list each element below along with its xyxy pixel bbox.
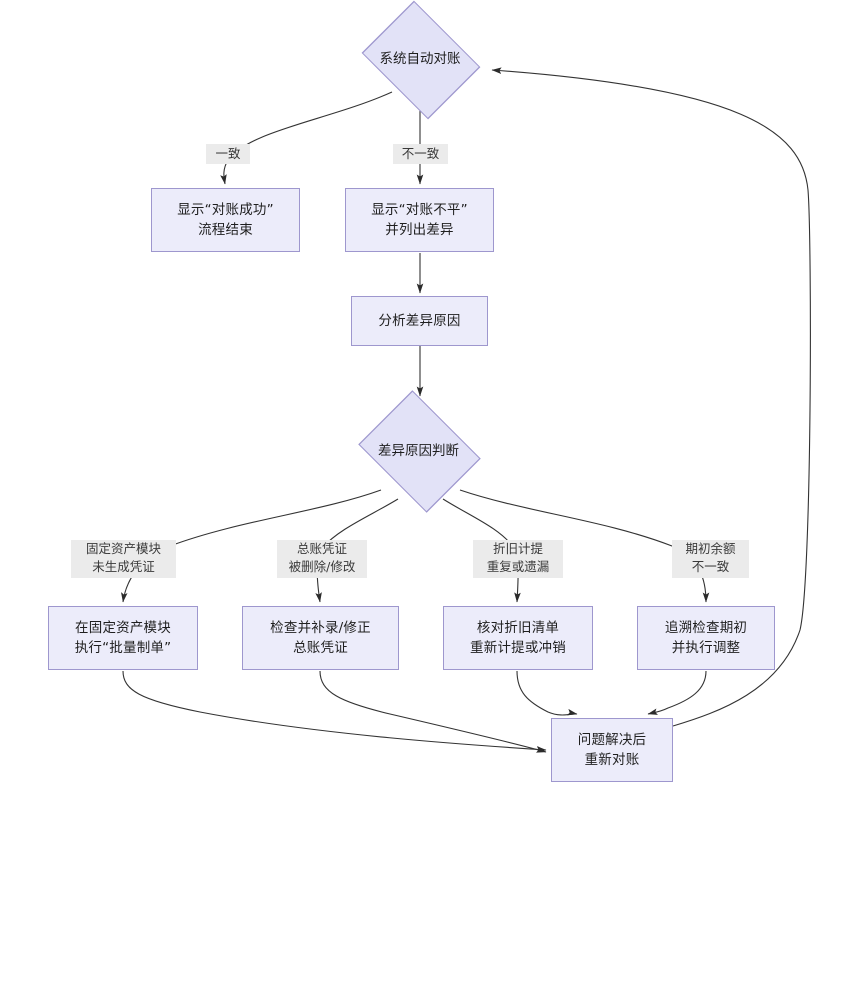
edge-label-yizhi: 一致: [206, 144, 250, 164]
node-fix4[interactable]: 追溯检查期初 并执行调整: [637, 606, 775, 670]
edge-label-buyizhi: 不一致: [393, 144, 448, 164]
edge-label-branch4: 期初余额 不一致: [672, 540, 749, 578]
node-recheck[interactable]: 问题解决后 重新对账: [551, 718, 673, 782]
edge-fix3-to-recheck: [516, 670, 578, 716]
node-fail[interactable]: 显示“对账不平” 并列出差异: [345, 188, 494, 252]
edge-fix2-to-recheck: [319, 670, 547, 753]
edge-label-branch2: 总账凭证 被删除/修改: [277, 540, 367, 578]
node-judge[interactable]: 差异原因判断: [352, 390, 485, 513]
node-start[interactable]: 系统自动对账: [355, 0, 485, 120]
node-ok[interactable]: 显示“对账成功” 流程结束: [151, 188, 300, 252]
edge-fix1-to-recheck: [122, 670, 547, 753]
edge-label-branch1: 固定资产模块 未生成凭证: [71, 540, 176, 578]
node-fix2[interactable]: 检查并补录/修正 总账凭证: [242, 606, 399, 670]
edge-fix4-to-recheck: [647, 670, 707, 715]
node-analyze[interactable]: 分析差异原因: [351, 296, 488, 346]
diamond-shape-judge: [358, 390, 481, 513]
edge-recheck-to-start: [491, 67, 811, 727]
diamond-shape-start: [361, 0, 481, 120]
edge-label-branch3: 折旧计提 重复或遗漏: [473, 540, 563, 578]
node-fix1[interactable]: 在固定资产模块 执行“批量制单”: [48, 606, 198, 670]
node-fix3[interactable]: 核对折旧清单 重新计提或冲销: [443, 606, 593, 670]
